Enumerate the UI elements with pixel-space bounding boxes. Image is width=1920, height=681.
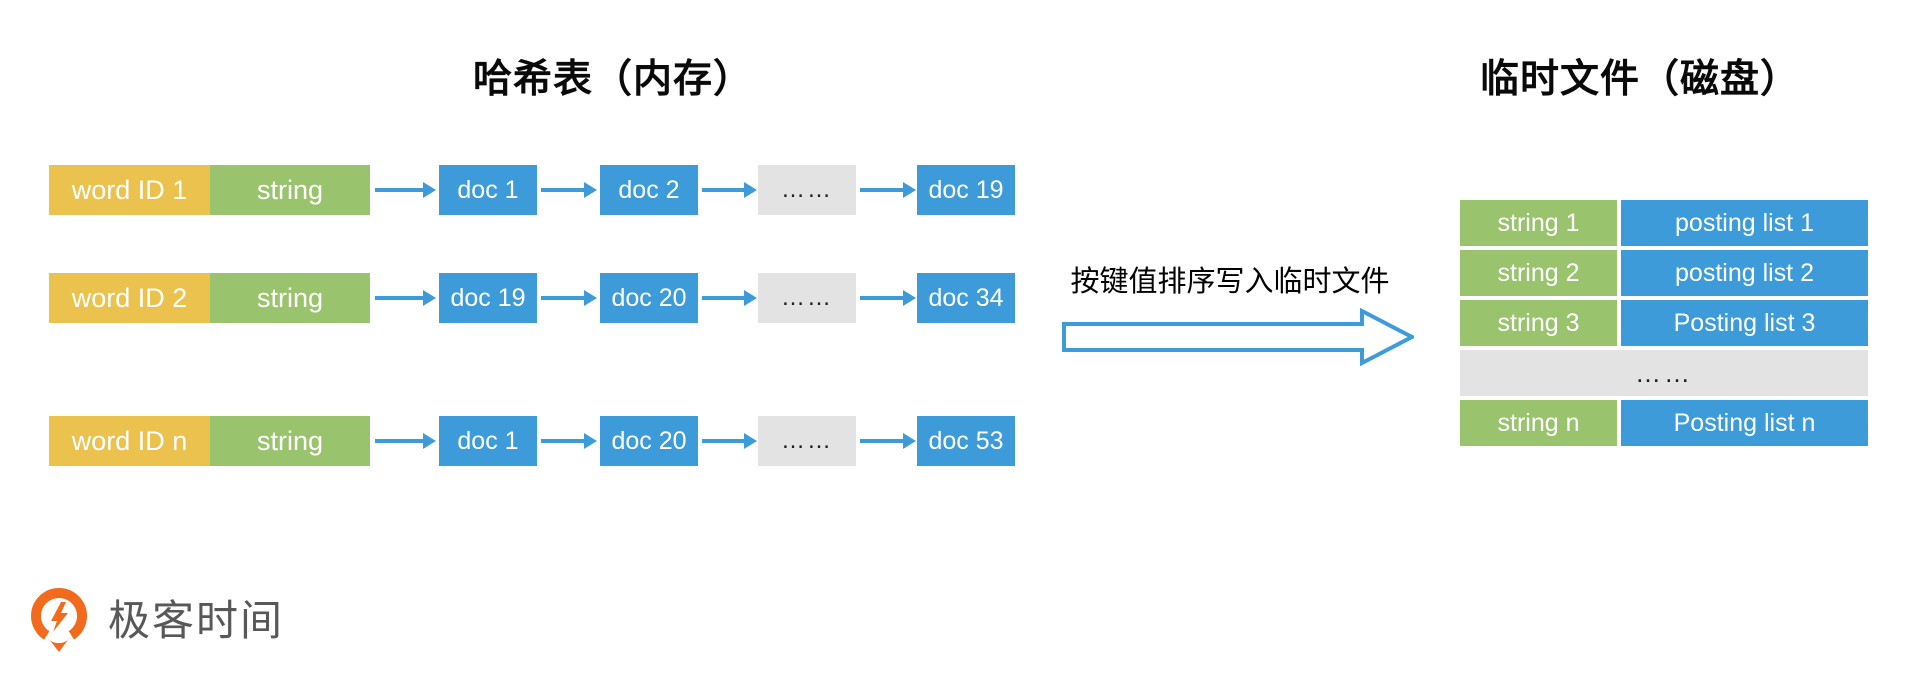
hash-row: word ID 2 string doc 19 doc 20 …… doc 34: [49, 273, 1029, 323]
transition-label: 按键值排序写入临时文件: [1070, 266, 1390, 298]
string-key-cell: string 2: [1460, 250, 1617, 296]
geektime-logo: 极客时间: [28, 588, 284, 654]
doc-node: doc 1: [439, 416, 537, 466]
right-arrow-connector: [541, 290, 597, 306]
right-arrow-connector: [860, 290, 916, 306]
hash-row: word ID n string doc 1 doc 20 …… doc 53: [49, 416, 1029, 466]
temp-file-table: string 1 posting list 1 string 2 posting…: [1460, 200, 1868, 446]
word-id-cell: word ID n: [49, 416, 210, 466]
right-arrow-connector: [702, 290, 757, 306]
posting-list-cell: Posting list 3: [1621, 300, 1868, 346]
right-arrow-connector: [375, 182, 436, 198]
right-arrow-connector: [541, 433, 597, 449]
doc-node: doc 19: [439, 273, 537, 323]
ellipsis-row: ……: [1460, 350, 1868, 396]
transform-arrow-icon: [1062, 308, 1414, 366]
doc-node: doc 19: [917, 165, 1015, 215]
geektime-logo-icon: [31, 588, 87, 652]
string-key-cell: string 3: [1460, 300, 1617, 346]
right-arrow-connector: [375, 433, 436, 449]
string-cell: string: [210, 416, 370, 466]
string-cell: string: [210, 165, 370, 215]
right-arrow-connector: [702, 182, 757, 198]
hash-row: word ID 1 string doc 1 doc 2 …… doc 19: [49, 165, 1029, 215]
hash-table-title: 哈希表（内存）: [472, 58, 753, 101]
posting-list-cell: posting list 2: [1621, 250, 1868, 296]
doc-node: doc 1: [439, 165, 537, 215]
temp-file-title: 临时文件（磁盘）: [1479, 58, 1800, 101]
doc-node: doc 20: [600, 273, 698, 323]
geektime-logo-text: 极客时间: [108, 597, 285, 644]
word-id-cell: word ID 1: [49, 165, 210, 215]
posting-list-cell: Posting list n: [1621, 400, 1868, 446]
right-arrow-connector: [860, 182, 916, 198]
right-arrow-connector: [541, 182, 597, 198]
doc-node: doc 53: [917, 416, 1015, 466]
doc-node: doc 20: [600, 416, 698, 466]
posting-list-cell: posting list 1: [1621, 200, 1868, 246]
right-arrow-connector: [702, 433, 757, 449]
right-arrow-connector: [375, 290, 436, 306]
word-id-cell: word ID 2: [49, 273, 210, 323]
doc-node: doc 34: [917, 273, 1015, 323]
ellipsis-node: ……: [758, 273, 856, 323]
string-key-cell: string 1: [1460, 200, 1617, 246]
right-arrow-connector: [860, 433, 916, 449]
string-cell: string: [210, 273, 370, 323]
ellipsis-node: ……: [758, 165, 856, 215]
doc-node: doc 2: [600, 165, 698, 215]
string-key-cell: string n: [1460, 400, 1617, 446]
ellipsis-node: ……: [758, 416, 856, 466]
